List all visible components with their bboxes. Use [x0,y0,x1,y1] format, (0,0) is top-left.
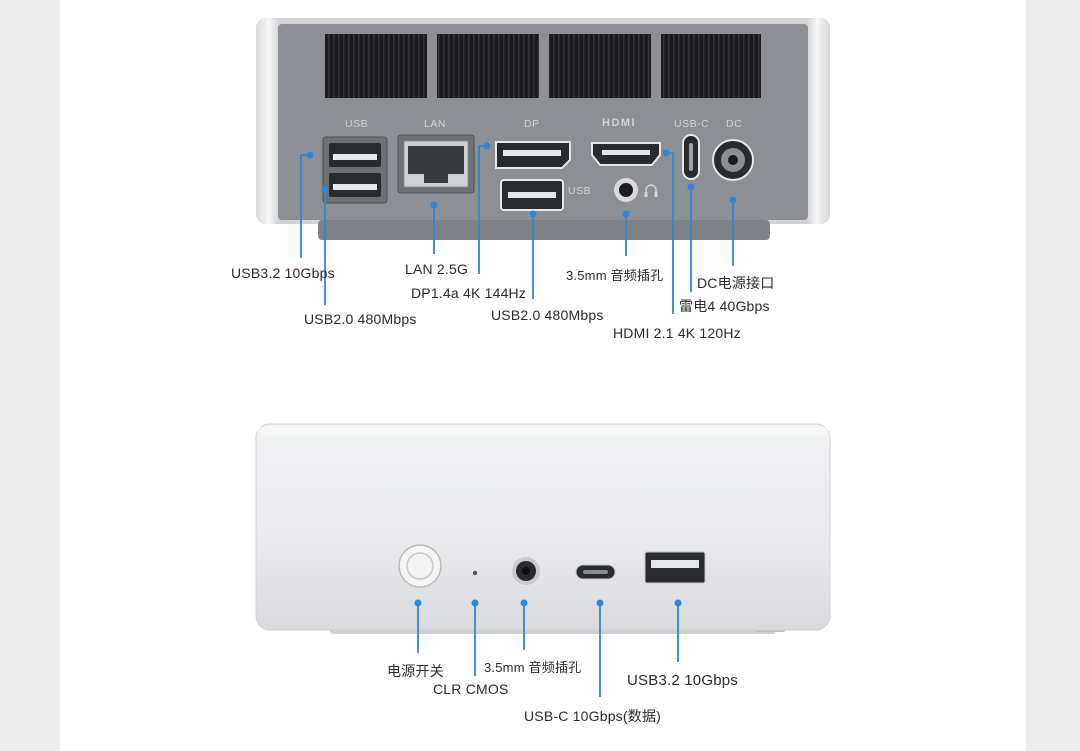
callout-audio-rear: 3.5mm 音频插孔 [566,268,664,283]
callout-usbc-front: USB-C 10Gbps(数据) [524,708,662,724]
rear-foot [318,220,770,240]
rear-chassis-right-edge [804,18,830,224]
hdmi-port [591,142,661,166]
usb-c-port [682,134,700,180]
port-mark-usb: USB [345,118,369,130]
lan-port [397,134,475,194]
dp-port [495,141,571,169]
port-mark-usb-small: USB [568,185,592,197]
dc-jack-port [712,139,754,181]
callout-usb32: USB3.2 10Gbps [231,265,335,281]
front-device [255,423,831,634]
usb-a-stack-port [322,136,388,204]
clr-cmos-pinhole [472,570,478,576]
front-chassis [255,423,831,631]
port-mark-lan: LAN [424,118,446,130]
rear-leader-lines [300,142,737,314]
front-audio-jack [512,557,540,585]
front-highlight [258,427,828,435]
callout-audio-front: 3.5mm 音频插孔 [484,660,582,675]
callout-clr-cmos: CLR CMOS [433,681,509,697]
vent-grille [661,34,761,98]
vent-grille [437,34,539,98]
port-mark-usbc: USB-C [674,118,710,130]
front-usb-c-port [575,564,616,580]
callout-lan: LAN 2.5G [405,261,469,277]
power-button [398,544,442,588]
callout-usb32-front: USB3.2 10Gbps [627,672,738,689]
front-usb-a-port [644,551,706,584]
callout-thunderbolt: 雷电4 40Gbps [679,298,770,314]
callout-power: 电源开关 [387,663,444,679]
callout-dc: DC电源接口 [697,275,775,291]
port-mark-dc: DC [726,118,743,130]
front-leader-lines [414,599,682,697]
port-mark-dp: DP [524,118,540,130]
vent-grille [549,34,651,98]
callout-hdmi: HDMI 2.1 4K 120Hz [613,325,741,341]
callout-usb20-mid: USB2.0 480Mbps [491,307,604,323]
port-mark-hdmi: HDMI [602,117,637,129]
callout-usb20-left: USB2.0 480Mbps [304,311,417,327]
rear-chassis-left-edge [256,18,282,224]
audio-jack-port [614,178,638,202]
usb-a-port [500,179,564,211]
headphone-icon [644,184,658,197]
vent-grille [325,34,427,98]
rear-device [256,18,830,240]
callout-dp: DP1.4a 4K 144Hz [411,285,527,301]
